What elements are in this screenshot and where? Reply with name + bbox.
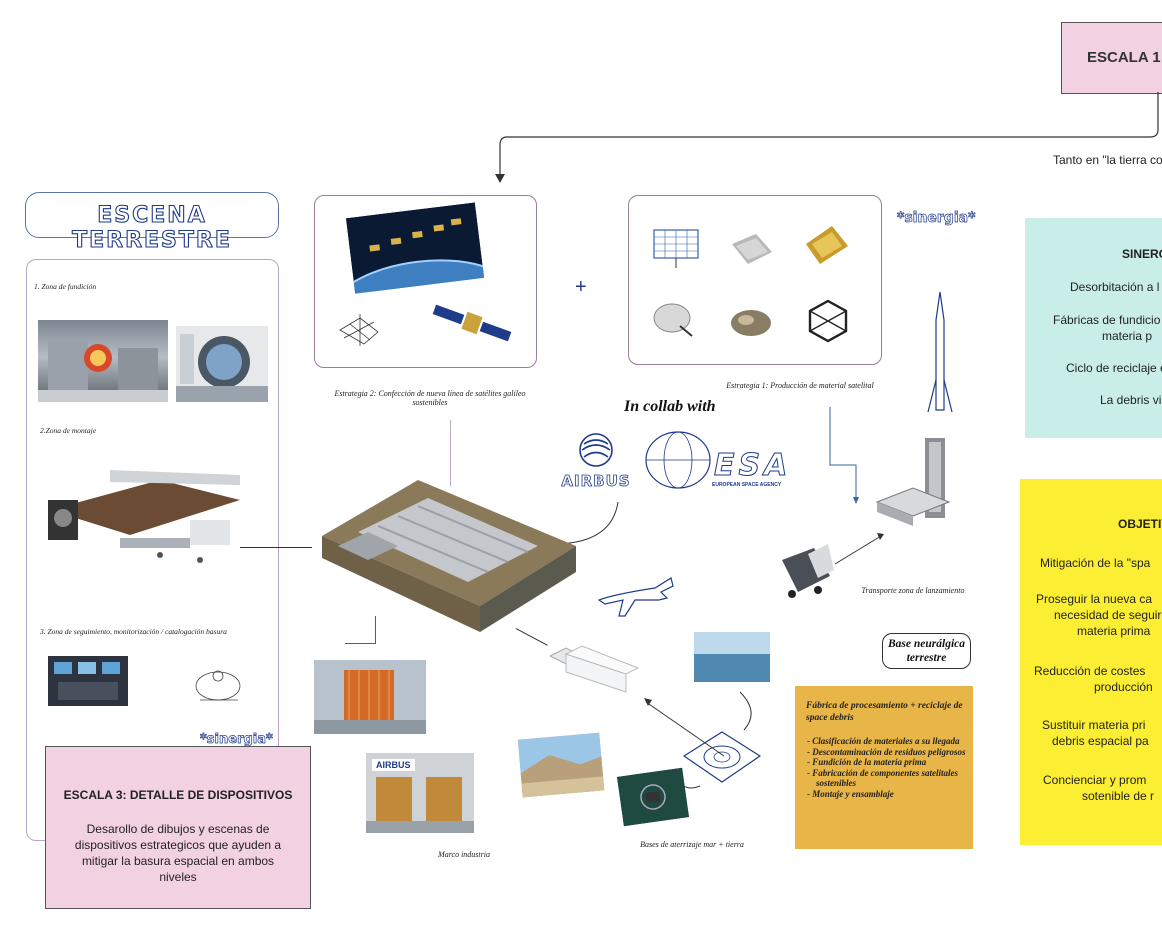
zone3-label: 3. Zona de seguimiento, monitorización /… xyxy=(40,627,227,636)
sea-image xyxy=(694,632,770,682)
assembly-connector xyxy=(240,547,312,548)
factory-connector-left-h xyxy=(345,643,376,644)
airbus-facility-image: AIRBUS xyxy=(366,753,474,833)
factory-item: - Montaje y ensamblaje xyxy=(807,788,894,799)
objetivos-panel[interactable]: OBJETIV Mitigación de la "spa Proseguir … xyxy=(1020,479,1162,845)
objetivos-line: Reducción de costes xyxy=(1034,664,1146,678)
strategy2-connector xyxy=(450,420,451,486)
sinergia-line: Ciclo de reciclaje e xyxy=(1066,361,1162,375)
assembly-hall-image xyxy=(40,460,275,580)
scene-title: ESCENA TERRESTRE xyxy=(72,202,232,253)
sinergia-panel-title: SINERG xyxy=(1122,247,1162,261)
desert-image xyxy=(517,732,605,798)
connector-text: Tanto en "la tierra co xyxy=(1053,153,1162,167)
esa-wordmark: ESA xyxy=(713,448,792,484)
marco-caption: Marco industria xyxy=(438,850,490,859)
base-box[interactable]: Base neurálgica terrestre xyxy=(882,633,971,669)
airbus-facility-sign: AIRBUS xyxy=(372,759,415,771)
objetivos-line: necesidad de seguir xyxy=(1054,608,1162,622)
factory-item: - Clasificación de materiales a su llega… xyxy=(807,736,960,746)
escala3-title: ESCALA 3: DETALLE DE DISPOSITIVOS xyxy=(63,788,293,802)
strategy1-connector xyxy=(829,407,859,504)
strategy1-card xyxy=(628,195,882,365)
debris-image xyxy=(330,310,392,350)
sinergia-bottom: *sinergia* xyxy=(200,732,274,748)
esa-logo: ESA EUROPEAN SPACE AGENCY xyxy=(642,426,802,496)
rocket-sketch xyxy=(927,291,953,413)
sinergia-line: Fábricas de fundicio xyxy=(1053,313,1161,327)
escala1-box[interactable]: ESCALA 1: xyxy=(1061,22,1162,94)
gold-foil-icon xyxy=(802,224,850,266)
objetivos-line: producción xyxy=(1094,680,1153,694)
zone1-label: 1. Zona de fundición xyxy=(34,282,97,291)
plus-sign: + xyxy=(575,276,587,298)
objetivos-line: Mitigación de la "spa xyxy=(1040,556,1151,570)
truck-image xyxy=(546,638,642,700)
sinergia-line: La debris vi xyxy=(1100,393,1162,407)
sinergia-line: materia p xyxy=(1102,329,1153,343)
cleanroom-image xyxy=(314,660,426,734)
solar-panel-icon xyxy=(650,226,702,272)
factory-connector-left xyxy=(375,616,376,644)
launch-base-image xyxy=(873,432,953,530)
metal-sheet-icon xyxy=(728,230,774,268)
factory-item: - Fundición de la materia prima xyxy=(807,757,927,767)
collab-label: In collab with xyxy=(624,398,716,415)
escala3-box[interactable]: ESCALA 3: DETALLE DE DISPOSITIVOS Desaro… xyxy=(45,746,311,909)
scene-title-box: ESCENA TERRESTRE xyxy=(25,192,279,254)
factory-item: - Descontaminación de residuos peligroso… xyxy=(807,746,966,757)
monitoring-sketch-image xyxy=(190,664,248,706)
objetivos-line: materia prima xyxy=(1077,624,1151,638)
factory-box[interactable]: Fábrica de procesamiento + reciclaje de … xyxy=(795,686,973,849)
factory-list: - Clasificación de materiales a su llega… xyxy=(806,736,967,799)
vacuum-chamber-image xyxy=(176,326,268,402)
landing-pad-sketch xyxy=(682,731,762,783)
landing-connectors xyxy=(644,691,752,789)
strategy1-caption: Estrategia 1: Producción de material sat… xyxy=(726,381,874,390)
sinergia-line: Desorbitación a l xyxy=(1070,280,1160,294)
landing-platform-image xyxy=(616,767,690,827)
objetivos-line: Sustituir materia pri xyxy=(1042,718,1146,732)
monitoring-room-image xyxy=(48,656,128,706)
objetivos-line: Concienciar y prom xyxy=(1043,773,1147,787)
foundry-image xyxy=(38,320,168,402)
objetivos-panel-title: OBJETIV xyxy=(1118,517,1162,531)
ore-icon xyxy=(728,306,774,340)
connector-arrow xyxy=(495,92,1159,183)
airplane-sketch xyxy=(597,577,674,617)
galileo-constellation-image xyxy=(345,202,485,294)
transport-connector xyxy=(834,533,884,565)
transport-caption: Transporte zona de lanzamiento xyxy=(861,586,965,595)
airbus-logo: AIRBUS xyxy=(556,430,636,492)
airbus-wordmark: AIRBUS xyxy=(561,472,631,491)
dish-antenna-icon xyxy=(650,300,700,342)
factory-title: Fábrica de procesamiento + reciclaje de … xyxy=(806,701,963,723)
sinergia-top: *sinergia* xyxy=(897,210,976,227)
objetivos-line: sotenible de r xyxy=(1082,789,1155,803)
satellite-image xyxy=(428,302,516,344)
factory-item: - Fabricación de componentes satelitales… xyxy=(807,767,958,789)
transport-vehicle-image xyxy=(778,540,836,602)
strategy2-caption: Estrategia 2: Confección de nueva línea … xyxy=(334,389,526,407)
factory-aerial-image xyxy=(318,476,580,634)
bases-caption: Bases de aterrizaje mar + tierra xyxy=(640,840,744,849)
esa-subtitle: EUROPEAN SPACE AGENCY xyxy=(712,482,782,488)
cube-frame-icon xyxy=(806,298,850,344)
base-title: Base neurálgica terrestre xyxy=(888,638,965,664)
sinergia-panel[interactable]: SINERG Desorbitación a l Fábricas de fun… xyxy=(1025,218,1162,438)
objetivos-line: debris espacial pa xyxy=(1052,734,1149,748)
objetivos-line: Proseguir la nueva ca xyxy=(1036,592,1153,606)
zone2-label: 2.Zona de montaje xyxy=(40,426,97,435)
escala3-body: Desarollo de dibujos y escenas de dispos… xyxy=(74,822,282,884)
escala1-title: ESCALA 1: xyxy=(1087,49,1162,66)
